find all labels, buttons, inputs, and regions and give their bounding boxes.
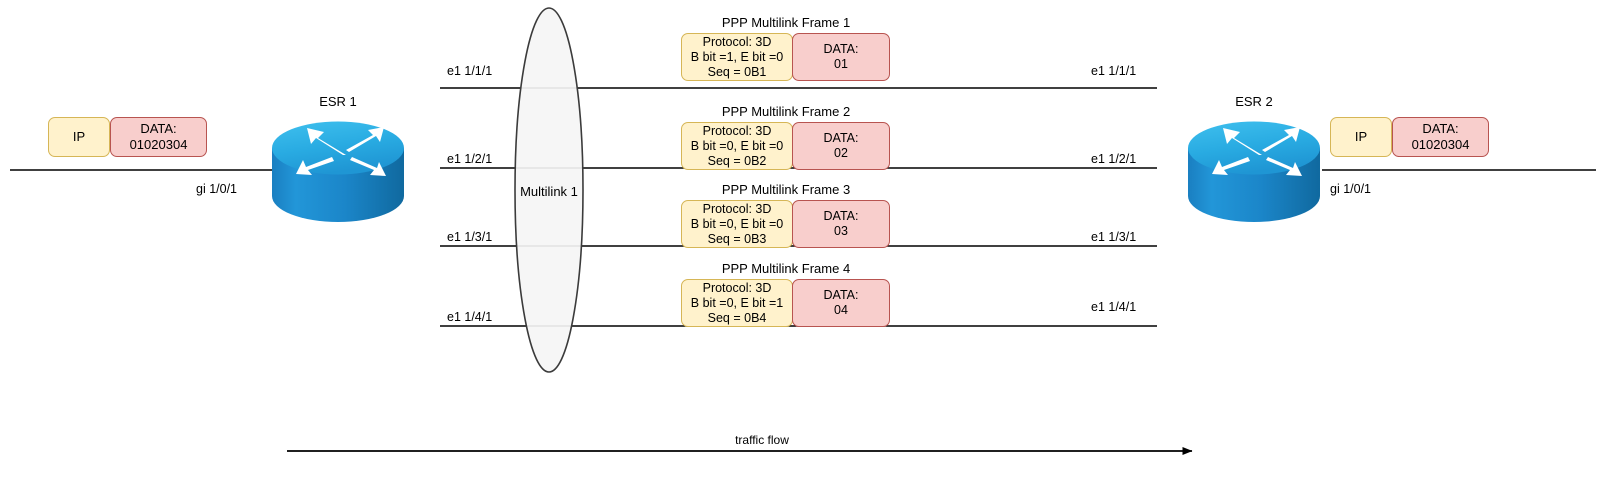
router-esr-2-top <box>1188 121 1320 175</box>
frame-payload-value-1: 01 <box>834 57 848 71</box>
frame-title-3: PPP Multilink Frame 3 <box>721 182 851 197</box>
frame-seq-3: Seq = 0B3 <box>707 231 767 246</box>
router-esr-2-name: ESR 2 <box>1235 94 1273 109</box>
right-packet-data-value: 01020304 <box>1411 137 1470 152</box>
router-esr-1[interactable] <box>272 121 404 223</box>
frame-header-box-1: Protocol: 3D B bit =1, E bit =0 Seq = 0B… <box>681 33 793 81</box>
frame-title-2: PPP Multilink Frame 2 <box>721 104 851 119</box>
frame-payload-box-1: DATA: 01 <box>792 33 890 81</box>
router-esr-1-arrows <box>296 127 386 176</box>
frame-bits-2: B bit =0, E bit =0 <box>690 138 784 153</box>
frame-seq-4: Seq = 0B4 <box>707 310 767 325</box>
frame-bits-3: B bit =0, E bit =0 <box>690 216 784 231</box>
frame-title-1: PPP Multilink Frame 1 <box>721 15 851 30</box>
left-packet-data-box: DATA: 01020304 <box>110 117 207 157</box>
left-interface-label-4: e1 1/4/1 <box>447 310 493 324</box>
left-router-interface-label: gi 1/0/1 <box>196 182 238 196</box>
right-packet-ip-label: IP <box>1354 129 1368 144</box>
router-esr-1-top <box>272 121 404 175</box>
frame-payload-label-2: DATA: <box>823 131 859 145</box>
right-packet-data-label: DATA: <box>1422 121 1459 136</box>
frame-payload-value-2: 02 <box>834 146 848 160</box>
left-interface-label-2: e1 1/2/1 <box>447 152 493 166</box>
frame-bits-1: B bit =1, E bit =0 <box>690 49 784 64</box>
right-interface-label-2: e1 1/2/1 <box>1091 152 1137 166</box>
frame-payload-label-3: DATA: <box>823 209 859 223</box>
multilink-bundle-label: Multilink 1 <box>520 184 578 199</box>
multilink-bundle-ellipse <box>514 7 584 373</box>
left-interface-label-3: e1 1/3/1 <box>447 230 493 244</box>
frame-bits-4: B bit =0, E bit =1 <box>690 295 784 310</box>
right-packet-data-box: DATA: 01020304 <box>1392 117 1489 157</box>
traffic-flow-label: traffic flow <box>735 433 789 447</box>
frame-protocol-1: Protocol: 3D <box>702 34 772 49</box>
frame-payload-label-1: DATA: <box>823 42 859 56</box>
router-esr-1-name: ESR 1 <box>319 94 357 109</box>
frame-protocol-4: Protocol: 3D <box>702 280 772 295</box>
left-packet-ip-label: IP <box>72 129 86 144</box>
frame-header-box-2: Protocol: 3D B bit =0, E bit =0 Seq = 0B… <box>681 122 793 170</box>
frame-header-box-4: Protocol: 3D B bit =0, E bit =1 Seq = 0B… <box>681 279 793 327</box>
router-esr-2-arrows <box>1212 127 1302 176</box>
left-interface-label-1: e1 1/1/1 <box>447 64 493 78</box>
right-interface-label-1: e1 1/1/1 <box>1091 64 1137 78</box>
frame-header-box-3: Protocol: 3D B bit =0, E bit =0 Seq = 0B… <box>681 200 793 248</box>
frame-payload-box-3: DATA: 03 <box>792 200 890 248</box>
frame-payload-box-2: DATA: 02 <box>792 122 890 170</box>
router-esr-2[interactable] <box>1188 121 1320 223</box>
frame-payload-value-4: 04 <box>834 303 848 317</box>
right-interface-label-3: e1 1/3/1 <box>1091 230 1137 244</box>
frame-payload-value-3: 03 <box>834 224 848 238</box>
frame-title-4: PPP Multilink Frame 4 <box>721 261 851 276</box>
left-packet-data-value: 01020304 <box>129 137 188 152</box>
frame-payload-box-4: DATA: 04 <box>792 279 890 327</box>
frame-protocol-3: Protocol: 3D <box>702 201 772 216</box>
frame-payload-label-4: DATA: <box>823 288 859 302</box>
right-packet-ip-box: IP <box>1330 117 1392 157</box>
left-packet-data-label: DATA: <box>140 121 177 136</box>
left-packet-ip-box: IP <box>48 117 110 157</box>
frame-seq-2: Seq = 0B2 <box>707 153 767 168</box>
frame-protocol-2: Protocol: 3D <box>702 123 772 138</box>
right-router-interface-label: gi 1/0/1 <box>1330 182 1372 196</box>
frame-seq-1: Seq = 0B1 <box>707 64 767 79</box>
right-interface-label-4: e1 1/4/1 <box>1091 300 1137 314</box>
